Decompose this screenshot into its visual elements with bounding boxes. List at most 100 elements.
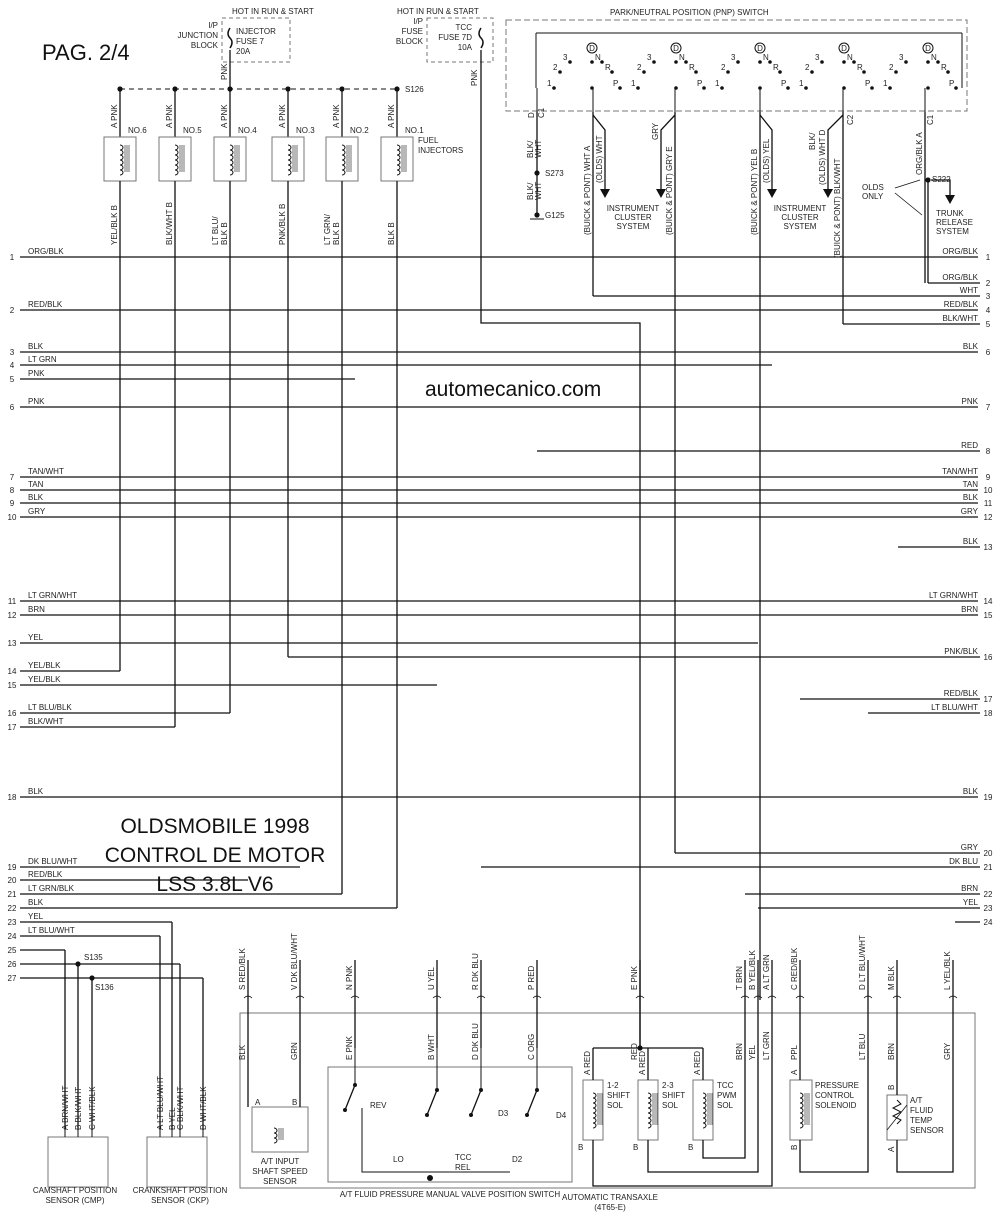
connector-icon	[635, 995, 645, 999]
trunk-release-label: TRUNK	[936, 209, 964, 218]
automatic-transaxle	[239, 1012, 976, 1189]
right-wire-number: 9	[986, 473, 991, 482]
pnp-position-label: 1	[799, 79, 804, 88]
injector-bottom-wire: BLK B	[387, 222, 396, 245]
pnp-contact	[946, 70, 950, 74]
left-wire-label: LT GRN/BLK	[28, 884, 75, 893]
connector-inner-label: B WHT	[427, 1034, 436, 1060]
pnp-position-label: N	[763, 53, 769, 62]
right-wire-label: RED/BLK	[944, 300, 979, 309]
injector-bottom-wire: BLK B	[220, 222, 229, 245]
left-wire-label: BRN	[28, 605, 45, 614]
right-wire-number: 11	[984, 499, 993, 508]
right-wire-number: 20	[984, 849, 993, 858]
pnp-drive-marker	[922, 42, 934, 54]
connector-inner-label: LT GRN	[762, 1031, 771, 1060]
pnp-contact	[954, 86, 958, 90]
pnp-contact	[652, 60, 656, 64]
right-wire-number: 16	[984, 653, 993, 662]
connector-icon	[863, 995, 873, 999]
pnp-drive-marker	[670, 42, 682, 54]
pnp-position-label: 2	[805, 63, 810, 72]
solenoid-name: 1-2	[607, 1081, 619, 1090]
valve-contact-label: REV	[370, 1101, 387, 1110]
label: (OLDS) WHT	[595, 135, 604, 183]
crankshaft-position-sensor	[146, 1136, 208, 1188]
connector-outer-label: T BRN	[735, 966, 744, 990]
pnp-position-label: 2	[553, 63, 558, 72]
right-wire-label: DK BLU	[949, 857, 978, 866]
coil-icon	[229, 144, 234, 176]
valve-contact-label: REL	[455, 1163, 471, 1172]
connector-c1: C1	[926, 114, 935, 125]
left-wire-number: 11	[8, 597, 17, 606]
fuse-label: 20A	[236, 47, 251, 56]
connector-outer-label: E PNK	[630, 965, 639, 990]
solenoid-pin-a: A RED	[583, 1051, 592, 1075]
pnp-contact	[726, 70, 730, 74]
pnp-drive-marker	[754, 42, 766, 54]
right-wire-number: 13	[984, 543, 993, 552]
fuse-wire-label: PNK	[220, 63, 229, 80]
iss-pin: B	[292, 1098, 297, 1107]
solenoid-name: PWM	[717, 1091, 737, 1100]
right-wire-label: RED	[961, 441, 978, 450]
pnp-wire-d: (BUICK & PONT) BLK/WHT	[833, 158, 842, 258]
right-wire-label: BLK	[963, 787, 979, 796]
pnp-position-label: 1	[715, 79, 720, 88]
connector-inner-label: PPL	[790, 1044, 799, 1060]
iss-name: SENSOR	[263, 1177, 297, 1186]
ckp-name: SENSOR (CKP)	[151, 1196, 209, 1205]
fuel-injector-1	[380, 136, 414, 182]
pnp-position-label: P	[697, 79, 702, 88]
left-wire-label: LT BLU/WHT	[28, 926, 75, 935]
valve-contact-label: D3	[498, 1109, 509, 1118]
right-wire-number: 21	[984, 863, 993, 872]
left-wire-label: DK BLU/WHT	[28, 857, 77, 866]
pnp-contact	[758, 60, 762, 64]
splice-label: S126	[405, 85, 424, 94]
pnp-position-label: N	[847, 53, 853, 62]
arrow-down-icon	[600, 189, 610, 198]
connector-outer-label: D LT BLU/WHT	[858, 935, 867, 990]
right-wire-number: 2	[986, 279, 991, 288]
coil-icon	[119, 144, 124, 176]
fuse-block-label: JUNCTION	[178, 31, 219, 40]
thermistor-arrow-icon	[886, 1104, 908, 1131]
temp-sensor-name: SENSOR	[910, 1126, 944, 1135]
pnp-position-label: 3	[815, 53, 820, 62]
olds-only-pointer	[894, 179, 921, 189]
connector-outer-label: C RED/BLK	[790, 947, 799, 990]
fuse-icon	[227, 27, 233, 49]
right-wire-label: BLK/WHT	[942, 314, 978, 323]
splice-dot	[534, 212, 540, 218]
ground-g125: G125	[545, 211, 565, 220]
injector-bottom-wire: BLK B	[332, 222, 341, 245]
pnp-contact	[804, 86, 808, 90]
injector-bottom-wire: LT BLU/	[211, 216, 220, 245]
pnp-contact	[810, 70, 814, 74]
injector-top-pin: A PNK	[110, 104, 119, 128]
fuel-injector-5	[158, 136, 192, 182]
connector-outer-label: S RED/BLK	[238, 948, 247, 990]
fuse-label: FUSE 7	[236, 37, 265, 46]
fuse-label: TCC	[456, 23, 473, 32]
label: BLK/	[526, 140, 535, 158]
pnp-contact	[684, 60, 688, 64]
valve-contact-label: D4	[556, 1111, 567, 1120]
instrument-cluster-label: SYSTEM	[784, 222, 817, 231]
left-wire-number: 7	[10, 473, 15, 482]
switch-contact	[526, 1089, 538, 1116]
pnp-contact	[558, 70, 562, 74]
switch-contact	[426, 1089, 438, 1116]
pcs-name: SOLENOID	[815, 1101, 857, 1110]
connector-outer-label: P RED	[527, 965, 536, 990]
label: A	[887, 1146, 896, 1152]
temp-sensor-name: FLUID	[910, 1106, 933, 1115]
right-wire-label: BLK	[963, 537, 979, 546]
left-wire-label: BLK	[28, 898, 44, 907]
connector-icon	[767, 995, 777, 999]
left-wire-number: 10	[8, 513, 17, 522]
left-wire-number: 4	[10, 361, 15, 370]
instrument-cluster-label: INSTRUMENT	[774, 204, 827, 213]
